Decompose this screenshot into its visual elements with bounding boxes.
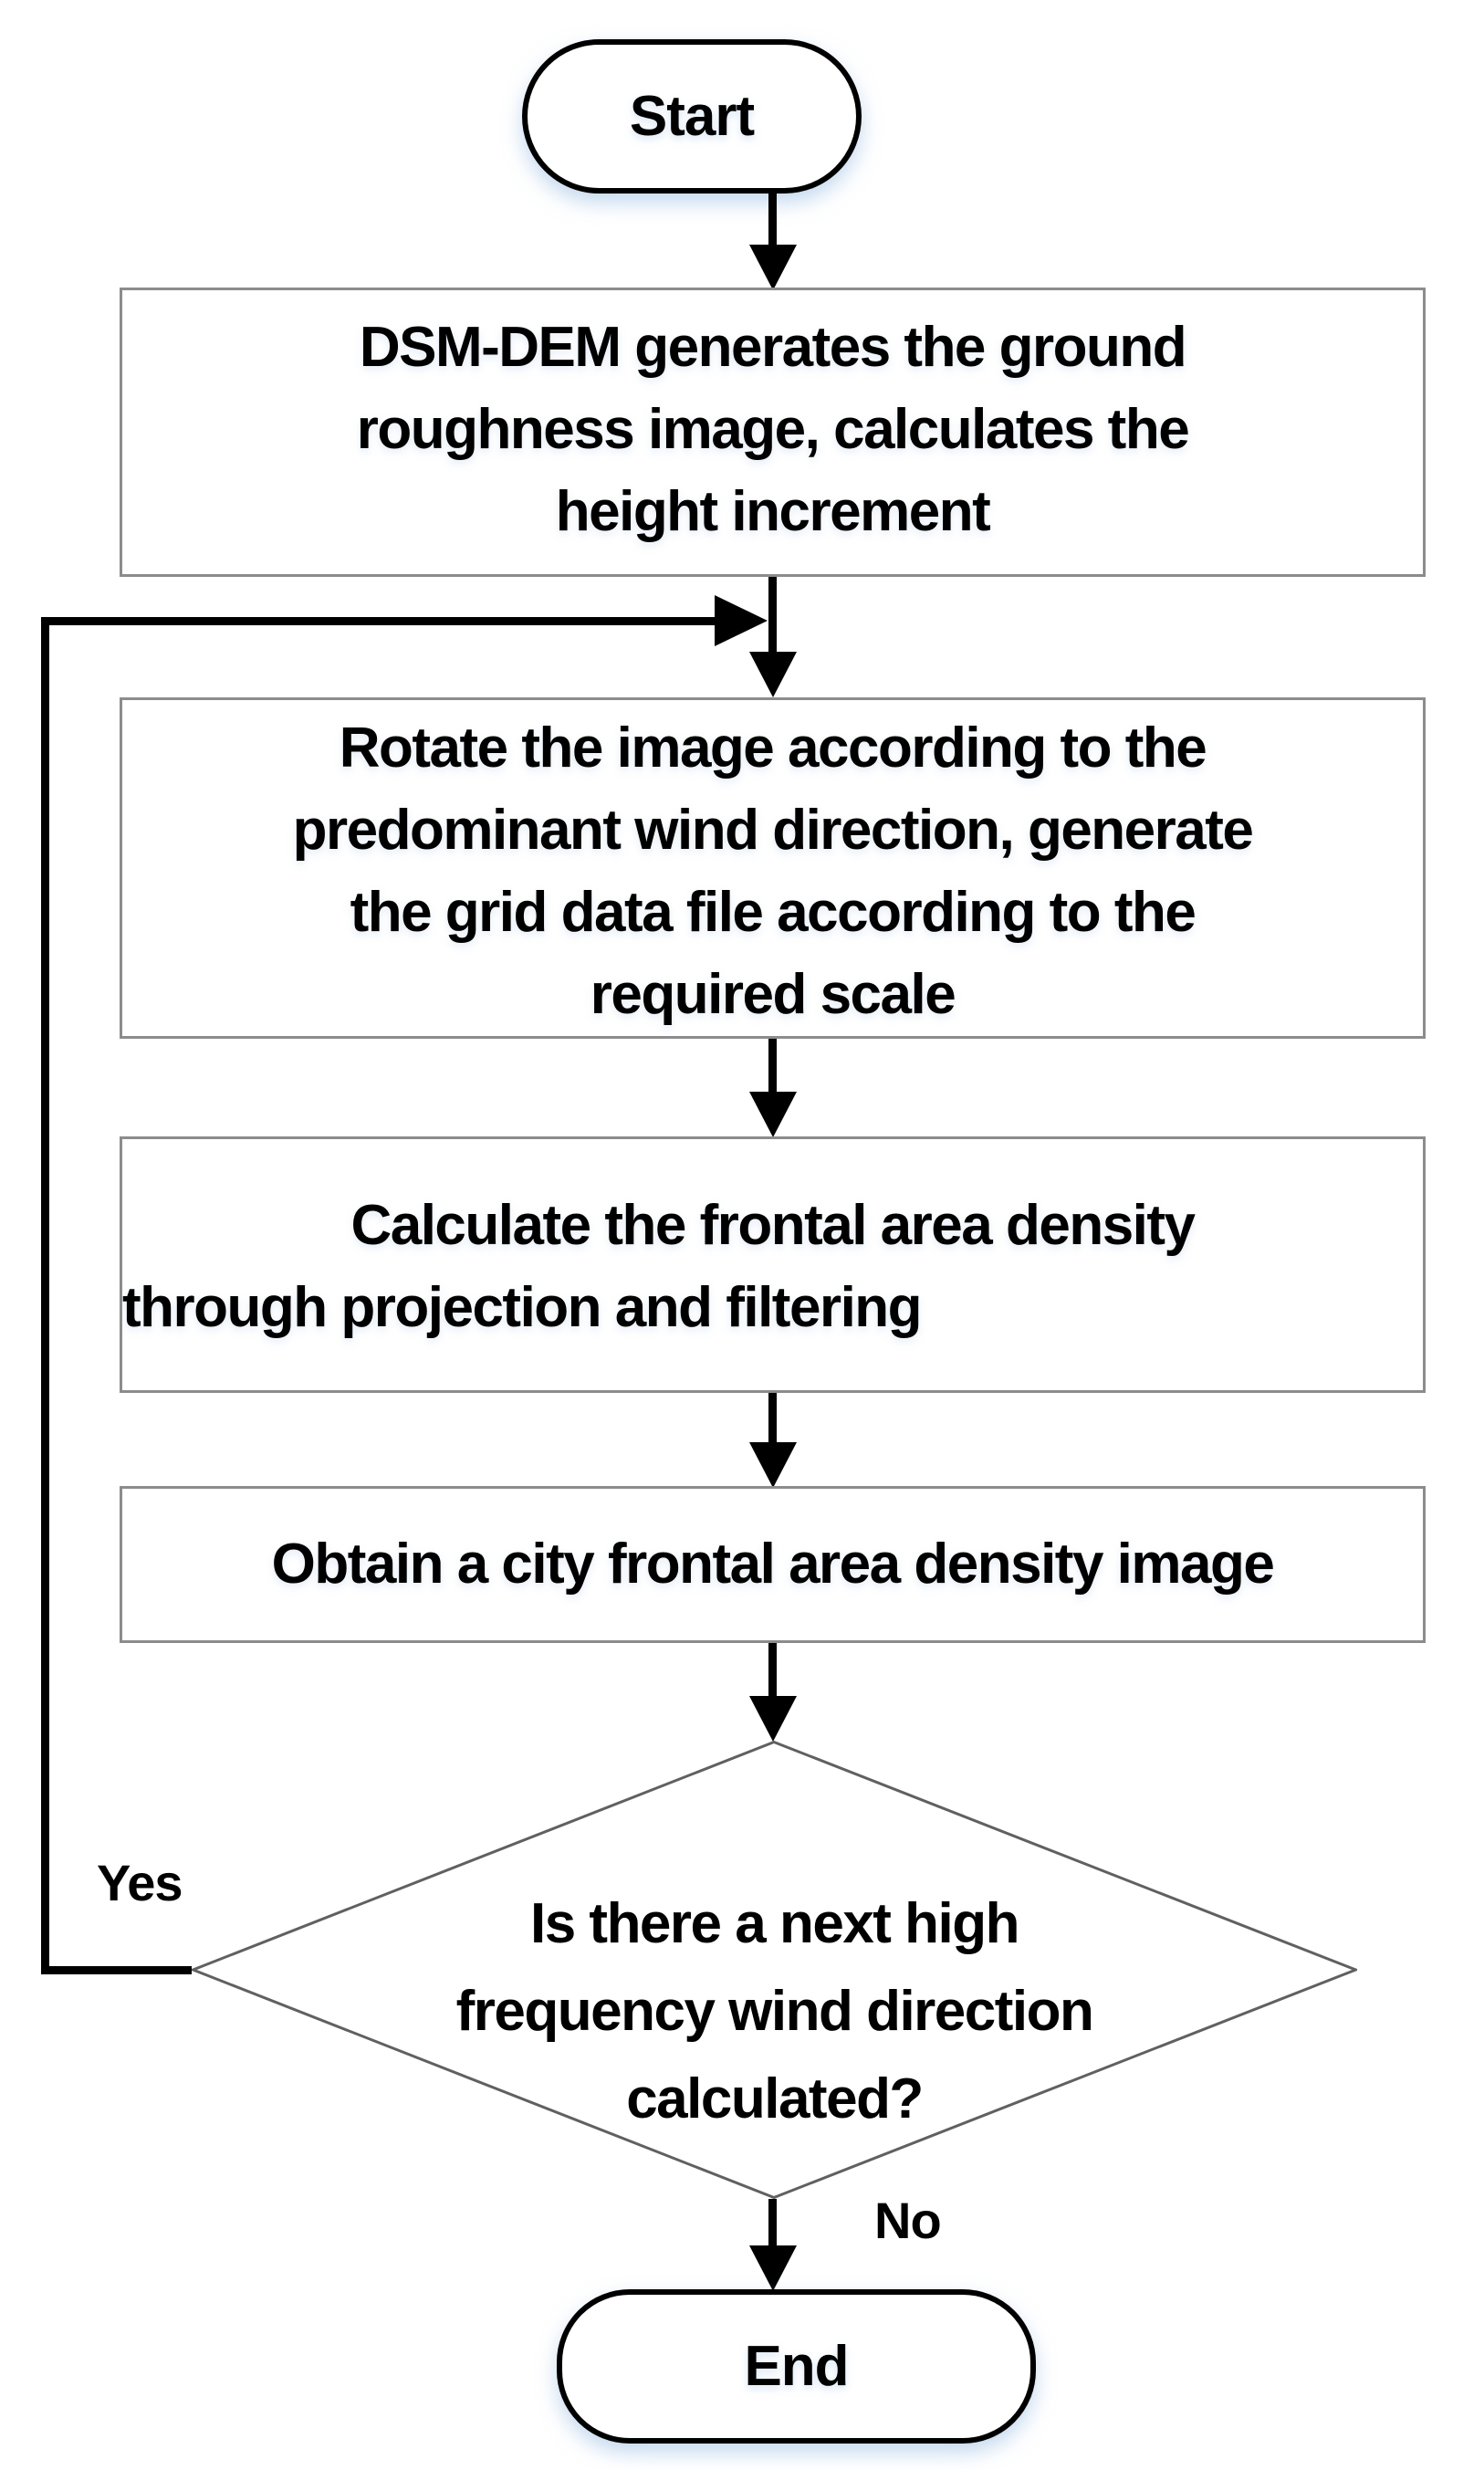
arrow-step3-step4-shaft xyxy=(768,1393,777,1446)
loop-back-head-icon xyxy=(715,595,768,646)
arrow-start-step1-shaft xyxy=(768,194,777,250)
loop-back-top-segment xyxy=(41,617,716,625)
arrow-decision-end-head-icon xyxy=(749,2245,797,2291)
no-branch-label: No xyxy=(874,2192,942,2249)
process-step2-line: predominant wind direction, generate xyxy=(292,799,1254,862)
arrow-step1-step2-head-icon xyxy=(749,652,797,697)
process-step1-line: DSM-DEM generates the ground xyxy=(359,316,1187,379)
decision-text: Is there a next high frequency wind dire… xyxy=(192,1880,1357,2143)
process-step2: Rotate the image according to the predom… xyxy=(120,697,1426,1039)
arrow-step3-step4-head-icon xyxy=(749,1442,797,1488)
process-step1-line: height increment xyxy=(555,480,991,543)
process-step2-line: the grid data file according to the xyxy=(350,881,1197,944)
loop-back-bottom-segment xyxy=(41,1966,192,1974)
process-step3-line: Calculate the frontal area density xyxy=(350,1194,1196,1257)
decision-diamond-shape xyxy=(192,1741,1357,2199)
decision-node: Is there a next high frequency wind dire… xyxy=(192,1741,1357,2199)
arrow-step2-step3-head-icon xyxy=(749,1092,797,1137)
arrow-step1-step2-shaft xyxy=(768,577,777,655)
end-node: End xyxy=(557,2289,1036,2444)
decision-line: calculated? xyxy=(626,2067,924,2130)
start-node: Start xyxy=(522,39,862,194)
process-step3-line: through projection and filtering xyxy=(122,1276,923,1339)
end-label: End xyxy=(744,2335,849,2398)
arrow-step4-decision-head-icon xyxy=(749,1696,797,1742)
arrow-step4-decision-shaft xyxy=(768,1643,777,1700)
arrow-decision-end-shaft xyxy=(768,2199,777,2249)
arrow-step2-step3-shaft xyxy=(768,1039,777,1095)
process-step2-line: Rotate the image according to the xyxy=(339,717,1207,780)
decision-line: frequency wind direction xyxy=(455,1980,1094,2043)
decision-line: Is there a next high xyxy=(529,1892,1020,1955)
diamond-outline xyxy=(192,1741,1357,2199)
start-label: Start xyxy=(629,85,755,148)
process-step2-line: required scale xyxy=(590,963,956,1026)
process-step1: DSM-DEM generates the ground roughness i… xyxy=(120,288,1426,577)
process-step4-line: Obtain a city frontal area density image xyxy=(271,1533,1275,1596)
process-step3: Calculate the frontal area density throu… xyxy=(120,1136,1426,1393)
yes-branch-label: Yes xyxy=(97,1854,183,1911)
process-step4: Obtain a city frontal area density image xyxy=(120,1486,1426,1643)
loop-back-left-segment xyxy=(41,617,49,1974)
process-step1-line: roughness image, calculates the xyxy=(356,398,1190,461)
arrow-start-step1-head-icon xyxy=(749,245,797,290)
